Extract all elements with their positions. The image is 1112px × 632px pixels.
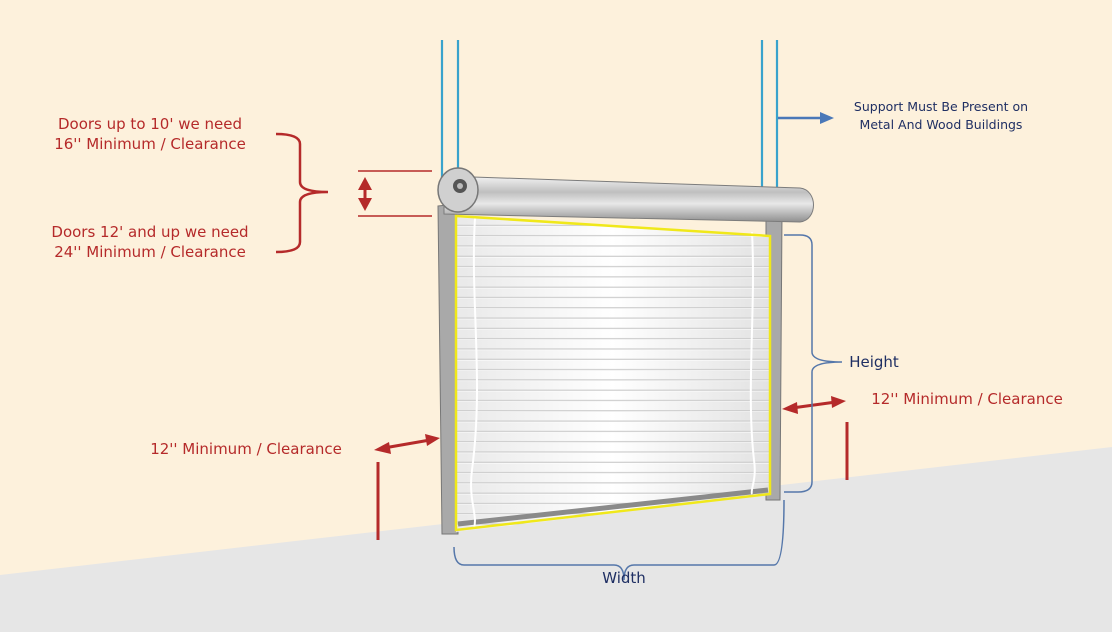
door-slats (456, 216, 770, 532)
support-posts (440, 40, 779, 192)
doors-10-line2: 16'' Minimum / Clearance (54, 135, 246, 153)
ground (0, 447, 1112, 632)
doors-10-label: Doors up to 10' we need 16'' Minimum / C… (30, 114, 270, 154)
headroom-arrow (358, 177, 372, 211)
doors-12-line2: 24'' Minimum / Clearance (54, 243, 246, 261)
support-note: Support Must Be Present on Metal And Woo… (834, 98, 1048, 134)
left-clearance-arrow (374, 434, 440, 540)
width-label: Width (602, 569, 646, 587)
width-bracket (453, 499, 785, 581)
doors-12-label: Doors 12' and up we need 24'' Minimum / … (30, 222, 270, 262)
doors-10-line1: Doors up to 10' we need (57, 115, 242, 133)
right-clearance-arrow (782, 396, 849, 480)
support-note-line1: Support Must Be Present on (853, 99, 1029, 114)
doors-12-line1: Doors 12' and up we need (51, 223, 249, 241)
rollup-door (437, 167, 814, 535)
height-label: Height (849, 353, 899, 371)
door-drum (443, 175, 814, 223)
headroom-dimension (358, 170, 432, 217)
left-clearance-label: 12'' Minimum / Clearance (150, 440, 342, 458)
height-bracket (784, 234, 843, 493)
right-clearance-label: 12'' Minimum / Clearance (871, 390, 1063, 408)
support-note-line2: Metal And Wood Buildings (859, 117, 1023, 132)
headroom-brace (275, 132, 329, 254)
support-arrow (778, 112, 834, 124)
door-opening-outline (454, 214, 772, 532)
